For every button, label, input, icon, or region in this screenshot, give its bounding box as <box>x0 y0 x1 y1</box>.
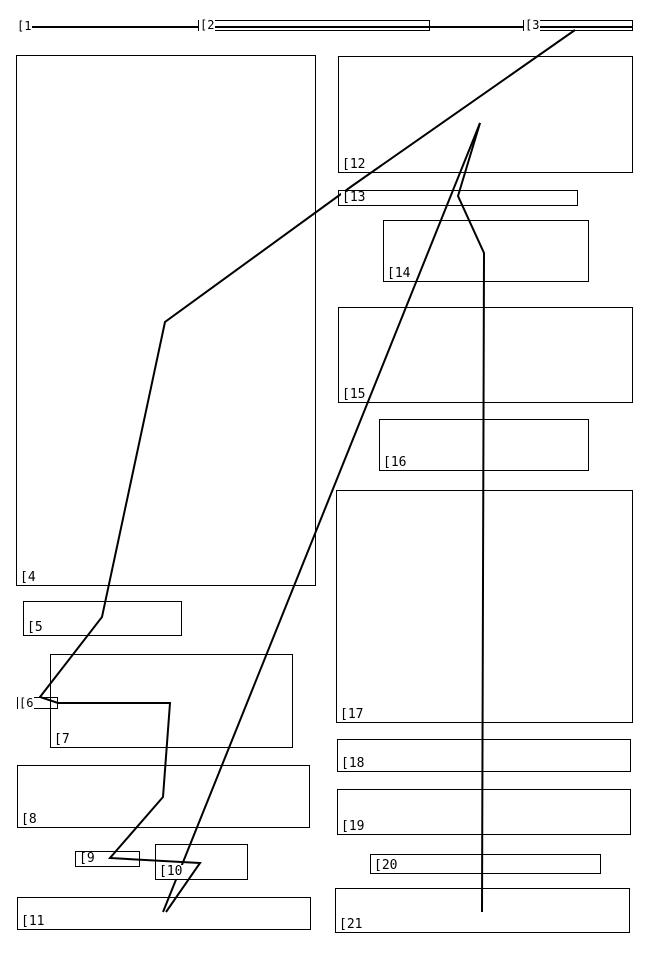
box-19: 19 <box>337 789 631 835</box>
box-18: 18 <box>337 739 631 772</box>
box-7: 7 <box>50 654 293 748</box>
box-15: 15 <box>338 307 633 403</box>
box-1: 1 <box>16 20 36 32</box>
box-label: 15 <box>341 388 367 402</box>
box-label: 2 <box>199 19 216 31</box>
box-label: 9 <box>78 852 96 866</box>
box-9: 9 <box>75 851 140 867</box>
box-label: 16 <box>382 456 408 470</box>
box-label: 11 <box>20 915 46 929</box>
box-label: 18 <box>340 757 366 771</box>
box-11: 11 <box>17 897 311 930</box>
box-label: 19 <box>340 820 366 834</box>
box-5: 5 <box>23 601 182 636</box>
box-label: 4 <box>19 571 37 585</box>
box-12: 12 <box>338 56 633 173</box>
box-label: 21 <box>338 918 364 932</box>
box-label: 13 <box>341 191 367 205</box>
box-label: 17 <box>339 708 365 722</box>
box-4: 4 <box>16 55 316 586</box>
box-label: 14 <box>386 267 412 281</box>
box-label: 20 <box>373 859 399 873</box>
box-16: 16 <box>379 419 589 471</box>
box-6: 6 <box>17 697 58 709</box>
box-label: 12 <box>341 158 367 172</box>
box-label: 1 <box>16 20 33 32</box>
box-8: 8 <box>17 765 310 828</box>
path-b <box>162 122 481 913</box>
box-2: 2 <box>198 19 430 31</box>
box-label: 8 <box>20 813 38 827</box>
box-20: 20 <box>370 854 601 874</box>
box-13: 13 <box>338 190 578 206</box>
box-14: 14 <box>383 220 589 282</box>
box-3: 3 <box>523 19 633 31</box>
box-label: 3 <box>524 19 541 31</box>
path-c <box>456 122 486 913</box>
box-label: 7 <box>53 733 71 747</box>
path-a <box>38 29 576 913</box>
box-21: 21 <box>335 888 630 933</box>
box-label: 10 <box>158 865 184 879</box>
box-label: 6 <box>18 697 35 709</box>
box-10: 10 <box>155 844 248 880</box>
box-17: 17 <box>336 490 633 723</box>
box-label: 5 <box>26 621 44 635</box>
